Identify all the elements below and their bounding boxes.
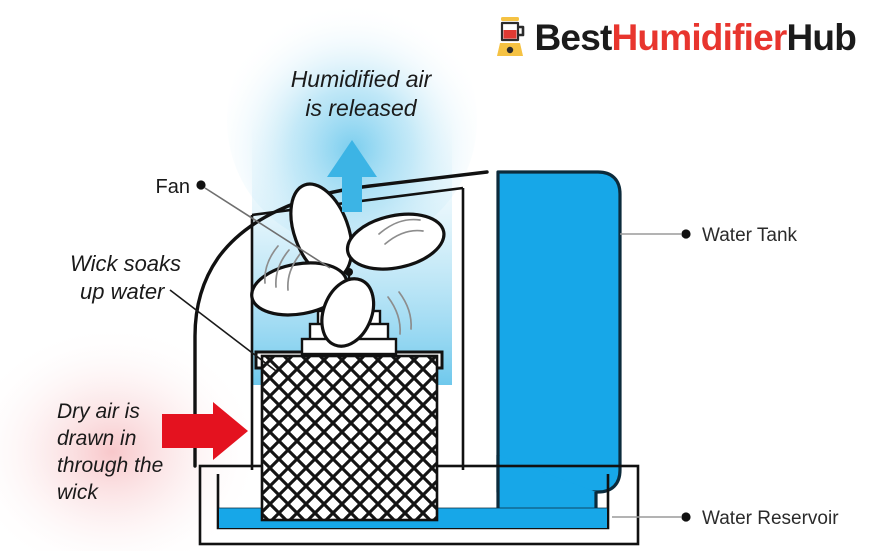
motion-arc-left-1 — [264, 245, 279, 284]
logo-liquid — [503, 30, 516, 39]
red-right-arrow — [162, 402, 248, 460]
fan-assembly — [250, 182, 446, 348]
fan-leader-dot — [196, 180, 206, 190]
wick-mesh-body — [262, 356, 437, 520]
brand-part-hub: Hub — [786, 16, 856, 58]
fan-leader-line — [204, 187, 331, 269]
logo-base-knob — [506, 46, 513, 54]
wick-filter-mesh — [254, 350, 444, 522]
fan-label: Fan — [156, 176, 190, 198]
leader-lines — [169, 180, 691, 522]
motion-arc-right-1 — [398, 291, 412, 330]
brand-part-humidifier: Humidifier — [611, 16, 788, 58]
humidifier-logo-icon — [496, 16, 527, 58]
humidified-air-label-line2: is released — [305, 95, 417, 121]
water-reservoir-leader-dot — [681, 512, 691, 522]
dry-air-label-line1: Dry air is — [57, 400, 140, 423]
blue-up-arrow — [327, 140, 377, 212]
fan-hub — [345, 268, 353, 276]
brand-part-best: Best — [534, 16, 613, 58]
motion-arc-top-2 — [384, 229, 424, 245]
water-tank-body — [496, 170, 622, 494]
water-reservoir-label: Water Reservoir — [702, 508, 839, 529]
water-tank-leader-dot — [681, 229, 691, 239]
wick-mesh-outline — [260, 354, 439, 522]
wick-label-line2: up water — [80, 279, 166, 304]
wick-leader-line — [169, 289, 277, 372]
dry-air-label-line4: wick — [57, 481, 99, 504]
humidified-air-label-line1: Humidified air — [291, 66, 433, 92]
logo-lid — [500, 17, 519, 21]
motion-arc-left-2 — [275, 249, 290, 288]
motion-arc-left-3 — [287, 253, 301, 291]
water-tank — [496, 170, 622, 514]
logo-handle — [517, 25, 524, 37]
dry-air-label-line3: through the — [57, 454, 163, 477]
fan-blades — [250, 182, 446, 348]
fan-motion-lines — [264, 218, 424, 335]
fan-blade-2 — [345, 212, 446, 271]
fan-blade-4 — [320, 277, 376, 348]
dry-air-label-line2: drawn in — [57, 427, 136, 450]
humidifier-logo-glyph — [496, 17, 524, 56]
annotation-texts: Humidified air is released Fan Wick soak… — [57, 66, 839, 529]
water-tank-label: Water Tank — [702, 225, 798, 246]
wick-label-line1: Wick soaks — [70, 251, 181, 276]
motion-arc-top-1 — [378, 218, 421, 235]
brand-logo: BestHumidifierHub — [496, 14, 857, 60]
motion-arc-right-2 — [387, 296, 401, 335]
brand-wordmark: BestHumidifierHub — [535, 19, 857, 56]
